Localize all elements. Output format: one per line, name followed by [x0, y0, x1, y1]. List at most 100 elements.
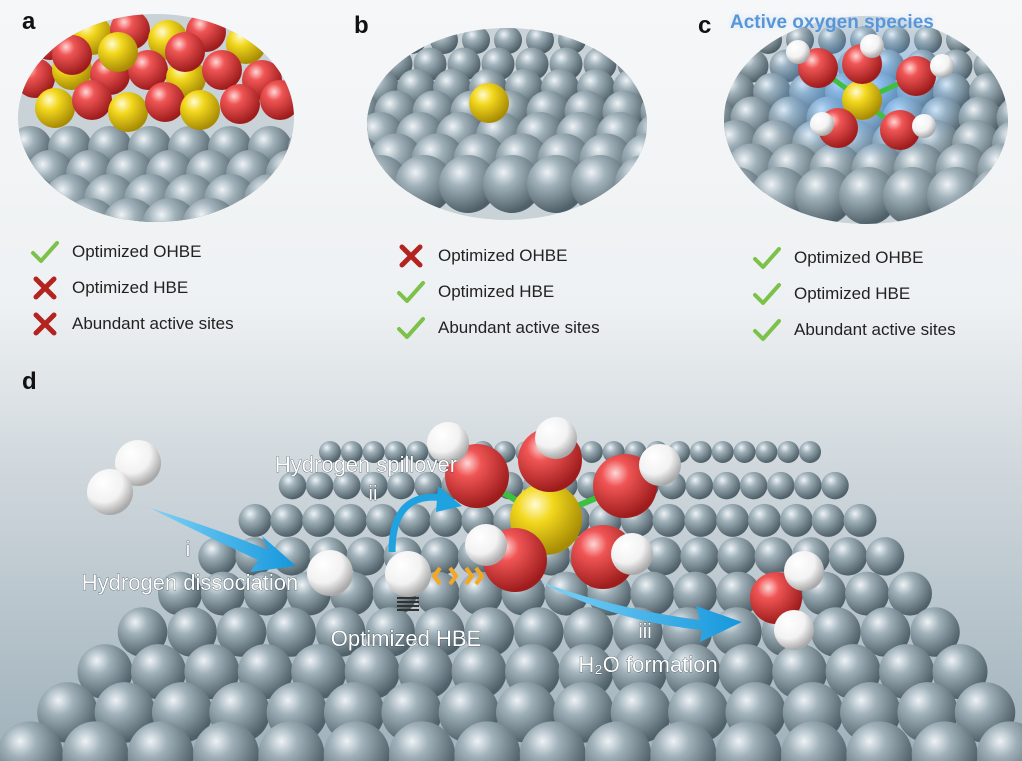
oxygen-atom [445, 444, 509, 508]
support-atom [462, 28, 490, 54]
check-icon [397, 317, 425, 339]
support-atom [681, 73, 719, 111]
hydrogen-atom [611, 533, 653, 575]
support-atom [585, 721, 651, 761]
support-atom [0, 174, 16, 226]
panel-label-a: a [22, 8, 36, 35]
checklist-label: Optimized OHBE [438, 246, 568, 265]
support-atom [367, 28, 394, 54]
hydrogen-atom [427, 422, 469, 464]
support-atom [62, 721, 129, 761]
support-atom [846, 721, 913, 761]
support-atom [483, 155, 541, 213]
checklist-label: Optimized OHBE [72, 242, 202, 261]
support-atom [288, 126, 294, 170]
support-atom [319, 441, 341, 463]
support-atom [526, 28, 554, 54]
support-atom [0, 721, 63, 761]
hydrogen-spillover-label: Hydrogen spillover [275, 452, 457, 477]
support-atom [630, 571, 675, 616]
support-atom [439, 155, 497, 213]
support-atom [325, 69, 363, 107]
support-atom [367, 133, 381, 187]
support-atom [406, 441, 429, 463]
support-atom [664, 134, 717, 187]
support-atom [755, 441, 778, 463]
metal-atom [98, 32, 138, 72]
panel-c-illustration [681, 16, 1022, 225]
hydrogen-atom [115, 440, 161, 486]
support-atom [266, 607, 316, 657]
oxygen-atom [202, 50, 242, 90]
support-atom [278, 471, 307, 500]
check-icon [753, 319, 781, 341]
support-atom [679, 91, 722, 134]
support-atom [795, 167, 853, 224]
metal-atom [469, 83, 509, 123]
support-atom [615, 155, 647, 213]
h2o-formation-label: H₂O formation [578, 652, 717, 677]
spillover-arrow-head [436, 486, 462, 512]
oxygen-atom [165, 32, 205, 72]
dissociation-arrow [150, 508, 296, 572]
step-i-number: i [186, 539, 190, 561]
support-atom [198, 537, 237, 576]
support-atom [414, 471, 442, 500]
hydrogen-atom [930, 54, 954, 78]
check-icon [397, 281, 425, 303]
checklist-item: Optimized HBE [396, 274, 600, 310]
oxygen-atom [896, 56, 936, 96]
panel-label-b: b [354, 12, 369, 39]
support-atom [622, 28, 647, 54]
support-atom [127, 721, 194, 761]
support-atom [685, 471, 714, 500]
support-atom [305, 471, 334, 500]
checklist-item: Optimized HBE [30, 270, 234, 306]
support-atom [911, 721, 978, 761]
oxygen-atom [72, 80, 112, 120]
hydrogen-atom [786, 40, 810, 64]
support-atom [811, 607, 861, 657]
panel-d-illustration [0, 417, 1022, 761]
checklist-label: Optimized HBE [72, 278, 189, 297]
cross-icon [33, 312, 57, 336]
support-atom [659, 155, 717, 213]
checklist-label: Abundant active sites [72, 314, 234, 333]
hydrogen-atom [465, 524, 507, 566]
checklist-label: Optimized HBE [794, 284, 911, 303]
panel-label-d: d [22, 368, 37, 395]
hydrogen-atom [639, 444, 681, 486]
support-atom [420, 537, 460, 576]
checklist-item: Abundant active sites [30, 306, 234, 342]
support-atom [673, 571, 718, 616]
support-atom [716, 571, 761, 616]
support-atom [258, 721, 325, 761]
support-atom [18, 174, 56, 222]
support-atom [715, 721, 782, 761]
cross-icon [33, 276, 57, 300]
support-atom [680, 537, 719, 576]
support-atom [640, 90, 647, 134]
metal-atom [180, 90, 220, 130]
support-atom [580, 441, 603, 463]
hydrogen-atom [307, 550, 353, 596]
support-atom [346, 537, 386, 576]
panel-b-illustration [325, 26, 722, 220]
support-atom [652, 48, 685, 81]
support-atom [910, 607, 960, 657]
oxygen-atom [145, 82, 185, 122]
support-atom [839, 167, 897, 224]
support-atom [519, 721, 586, 761]
support-atom [342, 198, 398, 254]
support-atom [193, 721, 259, 761]
support-atom [266, 150, 294, 198]
support-atom [717, 537, 756, 576]
support-atom [1015, 167, 1022, 225]
support-atom [244, 174, 294, 222]
support-atom [689, 441, 712, 463]
support-atom [654, 26, 682, 54]
support-atom [828, 537, 868, 576]
hydrogen-atom [912, 114, 936, 138]
checklist-label: Abundant active sites [438, 318, 600, 337]
support-atom [712, 471, 741, 500]
